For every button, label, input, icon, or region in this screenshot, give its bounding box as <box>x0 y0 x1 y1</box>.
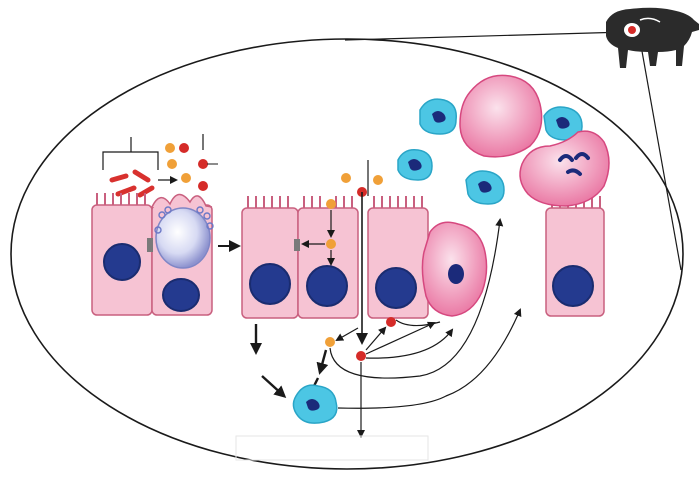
faint-box <box>235 435 429 461</box>
macrophage-top-2 <box>519 130 610 207</box>
epithelial-cell-group-3 <box>367 196 429 319</box>
epithelial-cell-icon <box>91 193 214 316</box>
immune-cell-top-1 <box>419 98 457 135</box>
macrophage-icon <box>421 221 488 317</box>
signal-molecules-top-left <box>165 143 218 191</box>
immune-cell-top-2 <box>397 148 433 181</box>
zoom-line-top <box>344 31 627 41</box>
immune-cell-icon <box>292 384 338 424</box>
immune-cell-top-3 <box>465 170 505 205</box>
zoom-line-bottom <box>639 39 682 271</box>
pig-icon <box>606 7 699 68</box>
tissue-boundary-ellipse <box>10 38 684 470</box>
epithelial-cell-right <box>545 196 605 317</box>
migration-arrows <box>250 324 329 399</box>
signal-arrows-lower <box>329 218 504 438</box>
immune-cell-top-4 <box>543 106 583 141</box>
epithelial-cell-group-2 <box>241 196 359 319</box>
macrophage-top-1 <box>459 74 543 158</box>
bacteria-icon <box>109 169 155 198</box>
signal-molecules-lower <box>325 317 396 361</box>
bracket-mark <box>102 134 204 170</box>
immune-cell-arrow <box>337 308 522 409</box>
